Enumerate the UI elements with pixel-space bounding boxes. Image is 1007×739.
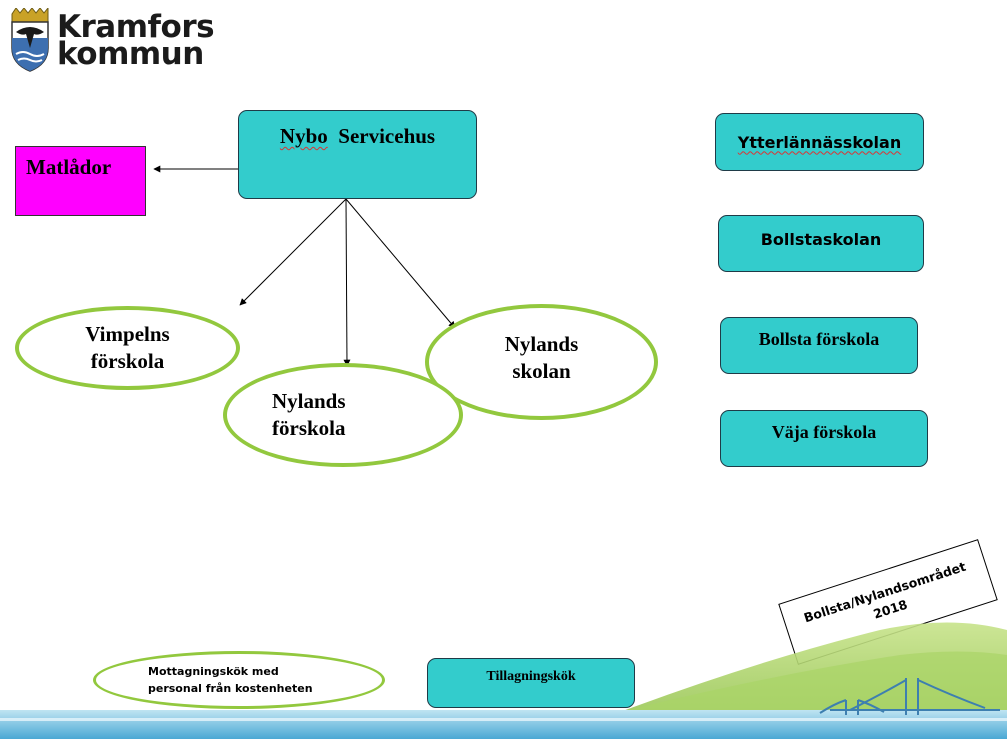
box-ytterlannasskolan-label: Ytterlännässkolan xyxy=(737,132,902,152)
legend-cooking-kitchen: Tillagningskök xyxy=(427,658,635,708)
oval-nylands-skolan: Nylands skolan xyxy=(425,304,658,420)
box-bollsta-forskola-label: Bollsta förskola xyxy=(758,329,880,349)
oval-nylands-skolan-line-1: Nylands xyxy=(504,331,579,356)
oval-nylands-forskola-line-2: förskola xyxy=(272,416,346,440)
legend-receiving-line-1: Mottagningskök med xyxy=(148,665,279,678)
logo-line-2: kommun xyxy=(57,36,204,72)
box-vaja-forskola: Väja förskola xyxy=(720,410,928,467)
coat-of-arms-icon xyxy=(11,8,49,72)
oval-vimpelns-line-1: Vimpelns xyxy=(85,321,170,346)
oval-nylands-forskola: Nylands förskola xyxy=(223,363,463,467)
oval-vimpelns-forskola: Vimpelns förskola xyxy=(15,306,240,390)
logo-line-1: Kramfors xyxy=(57,9,215,45)
bridge-icon xyxy=(819,678,1000,715)
box-bollstaskolan: Bollstaskolan xyxy=(718,215,924,272)
box-bollstaskolan-label: Bollstaskolan xyxy=(760,230,882,249)
box-vaja-forskola-label: Väja förskola xyxy=(771,422,877,442)
logo-text: Kramfors kommun xyxy=(57,9,215,72)
hub-label-rest: Servicehus xyxy=(327,124,436,148)
hub-label: Nybo Servicehus xyxy=(280,124,435,149)
oval-nylands-skolan-line-2: skolan xyxy=(512,359,571,383)
box-bollsta-forskola: Bollsta förskola xyxy=(720,317,918,374)
oval-nylands-forskola-line-1: Nylands xyxy=(272,388,346,413)
box-ytterlannasskolan: Ytterlännässkolan xyxy=(715,113,924,171)
legend-cooking-label: Tillagningskök xyxy=(486,669,576,684)
hub-nybo-servicehus: Nybo Servicehus xyxy=(238,110,477,199)
arrow-to-nylands-forskola xyxy=(343,198,351,367)
matladar-label: Matlådor xyxy=(26,155,112,179)
hub-label-word-1: Nybo xyxy=(279,124,328,148)
matladar-box: Matlådor xyxy=(15,146,146,216)
legend-receiving-kitchen: Mottagningskök med personal från kostenh… xyxy=(93,651,385,709)
arrow-to-vimpelns xyxy=(239,198,347,306)
landscape-decoration xyxy=(0,622,1007,739)
kramfors-logo: Kramfors kommun xyxy=(10,8,215,72)
legend-receiving-line-2: personal från kostenheten xyxy=(148,682,313,695)
arrow-to-nylands-skolan xyxy=(345,198,456,329)
oval-vimpelns-line-2: förskola xyxy=(90,349,165,373)
